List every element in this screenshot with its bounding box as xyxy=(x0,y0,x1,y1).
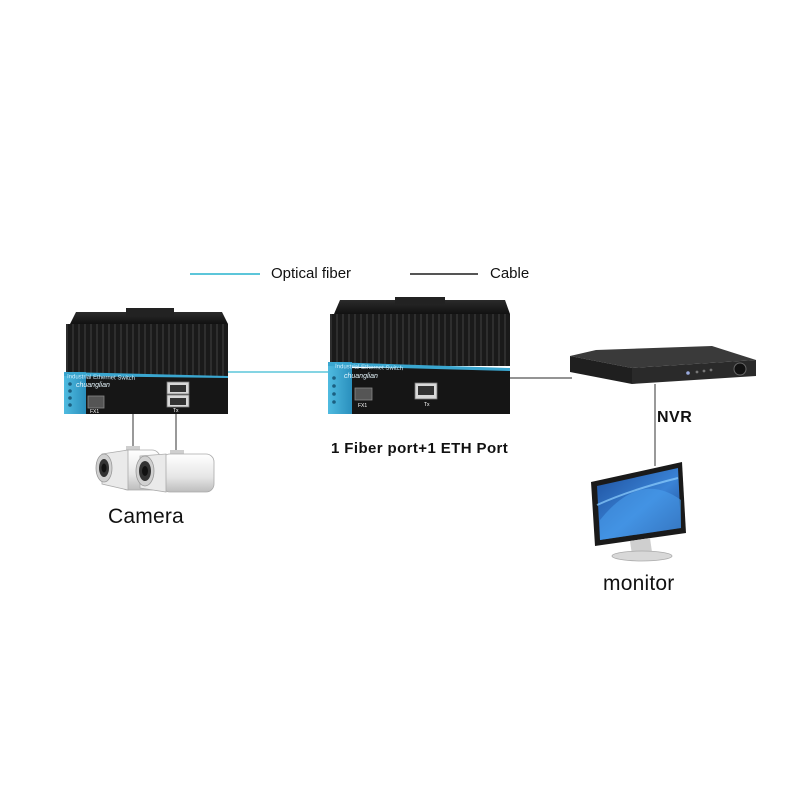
center-switch-brand: chuanglian xyxy=(344,373,378,380)
center-switch-eth-label: Tx xyxy=(424,402,430,408)
monitor-caption: monitor xyxy=(603,572,674,596)
nvr-caption: NVR xyxy=(657,409,692,427)
left-switch-brand: chuanglian xyxy=(76,382,110,389)
monitor-device xyxy=(591,462,686,561)
center-switch-sfp-label: FX1 xyxy=(358,403,367,409)
legend-cable-label: Cable xyxy=(490,265,529,282)
left-switch-sfp-label: FX1 xyxy=(90,409,99,415)
camera-caption: Camera xyxy=(108,505,184,529)
legend-optical-fiber-label: Optical fiber xyxy=(271,265,351,282)
left-switch-eth-label: Tx xyxy=(173,408,179,414)
center-switch xyxy=(328,297,510,414)
left-switch xyxy=(64,308,228,414)
camera-device xyxy=(96,446,214,492)
nvr-device xyxy=(570,346,756,384)
center-switch-caption: 1 Fiber port+1 ETH Port xyxy=(331,440,508,457)
